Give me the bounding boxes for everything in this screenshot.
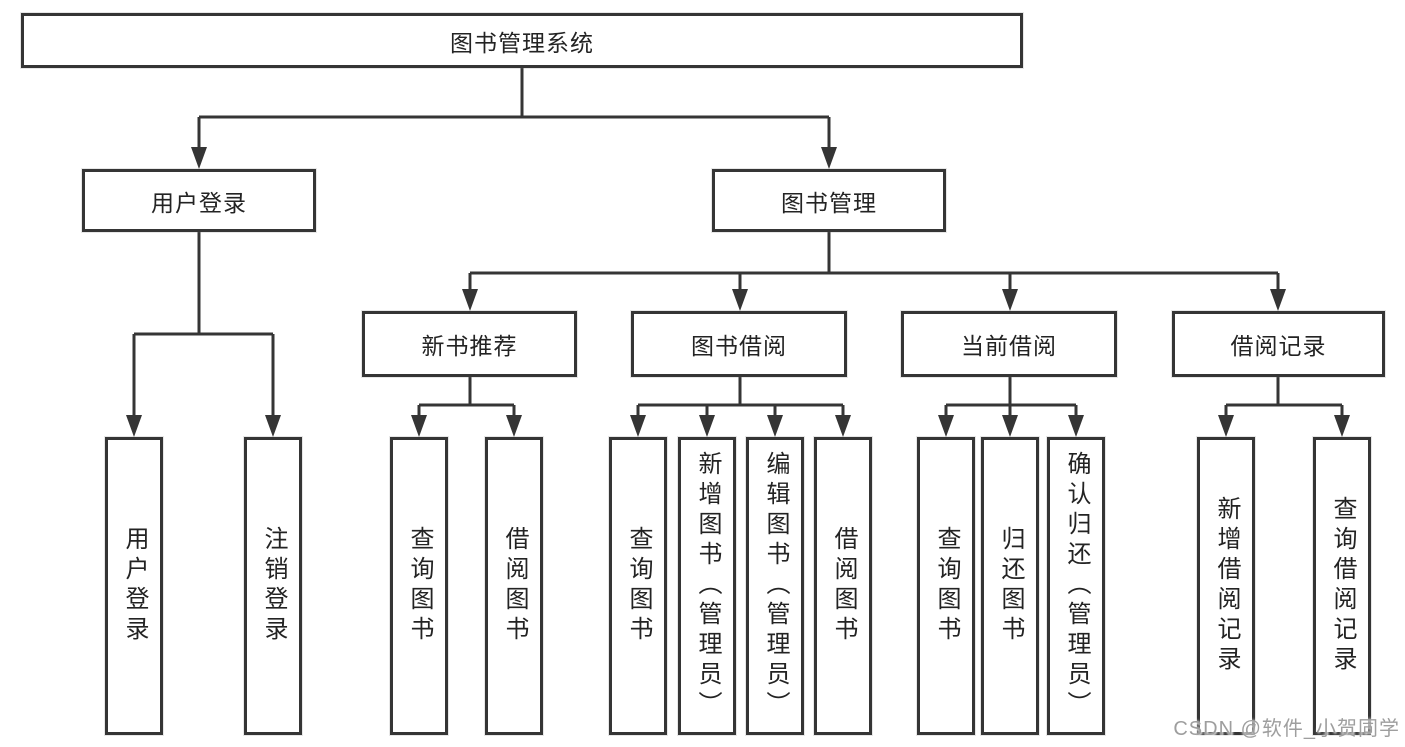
node-user-login: 用户登录 xyxy=(82,169,316,232)
leaf-return-book: 归还图书 xyxy=(981,437,1039,735)
leaf-borrow-book-recommend: 借阅图书 xyxy=(485,437,543,735)
node-label: 注销登录 xyxy=(260,526,287,646)
node-label: 借阅图书 xyxy=(830,526,857,646)
node-borrowing-records: 借阅记录 xyxy=(1172,311,1385,377)
leaf-logout: 注销登录 xyxy=(244,437,302,735)
leaf-query-borrow-record: 查询借阅记录 xyxy=(1313,437,1371,735)
leaf-query-book-current: 查询图书 xyxy=(917,437,975,735)
node-label: 当前借阅 xyxy=(961,333,1057,359)
node-label: 新增图书（管理员） xyxy=(694,451,721,721)
leaf-add-borrow-record: 新增借阅记录 xyxy=(1197,437,1255,735)
node-label: 图书借阅 xyxy=(691,333,787,359)
node-label: 查询图书 xyxy=(625,526,652,646)
node-label: 新书推荐 xyxy=(421,333,518,359)
node-label: 图书管理 xyxy=(781,189,877,216)
leaf-add-book-admin: 新增图书（管理员） xyxy=(678,437,736,735)
leaf-query-book-recommend: 查询图书 xyxy=(390,437,448,735)
node-label: 借阅图书 xyxy=(501,526,528,646)
node-new-book-recommend: 新书推荐 xyxy=(362,311,577,377)
node-library-system: 图书管理系统 xyxy=(21,13,1023,68)
node-label: 查询图书 xyxy=(406,526,433,646)
node-label: 确认归还（管理员） xyxy=(1063,451,1090,721)
node-label: 查询借阅记录 xyxy=(1329,496,1356,676)
node-label: 借阅记录 xyxy=(1230,333,1327,359)
node-book-management: 图书管理 xyxy=(712,169,946,232)
node-label: 新增借阅记录 xyxy=(1213,496,1240,676)
leaf-confirm-return-admin: 确认归还（管理员） xyxy=(1047,437,1105,735)
leaf-edit-book-admin: 编辑图书（管理员） xyxy=(746,437,804,735)
node-label: 图书管理系统 xyxy=(450,29,594,56)
leaf-borrow-book: 借阅图书 xyxy=(814,437,872,735)
leaf-query-book-borrow: 查询图书 xyxy=(609,437,667,735)
node-current-borrowing: 当前借阅 xyxy=(901,311,1117,377)
node-label: 归还图书 xyxy=(997,526,1024,646)
node-label: 编辑图书（管理员） xyxy=(762,451,789,721)
node-label: 用户登录 xyxy=(121,526,148,646)
node-label: 查询图书 xyxy=(933,526,960,646)
node-label: 用户登录 xyxy=(151,189,247,216)
leaf-user-login: 用户登录 xyxy=(105,437,163,735)
node-book-borrowing: 图书借阅 xyxy=(631,311,847,377)
csdn-watermark: CSDN @软件_小贺同学 xyxy=(1173,718,1400,740)
